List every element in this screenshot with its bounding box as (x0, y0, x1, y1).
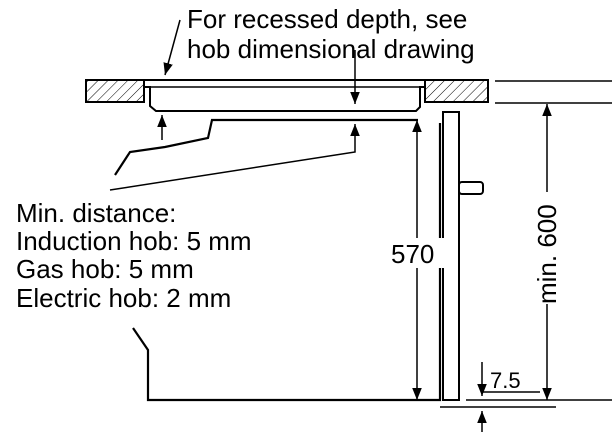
worktop-right (424, 79, 489, 103)
recessed-note-leader (163, 19, 181, 76)
worktop-left (85, 79, 145, 103)
oven-body-outline (132, 123, 442, 402)
recessed-note-line2: hob dimensional drawing (187, 34, 475, 64)
gap-label: 7.5 (490, 368, 521, 393)
niche-height-label-bg (530, 192, 564, 304)
hob (143, 79, 426, 112)
niche-height-label: min. 600 (532, 204, 562, 304)
recessed-note-line1: For recessed depth, see (187, 4, 467, 34)
oven-top-outline (114, 118, 418, 176)
min-distance-leader (109, 124, 360, 191)
min-distance-heading: Min. distance: (16, 198, 176, 228)
oven-height-label-bg (388, 238, 444, 268)
min-distance-electric: Electric hob: 2 mm (16, 283, 231, 313)
oven-height-label: 570 (391, 239, 434, 269)
min-distance-induction: Induction hob: 5 mm (16, 226, 252, 256)
min-distance-gas: Gas hob: 5 mm (16, 254, 194, 284)
oven-front-panel (442, 111, 460, 401)
oven-knob (458, 181, 484, 195)
